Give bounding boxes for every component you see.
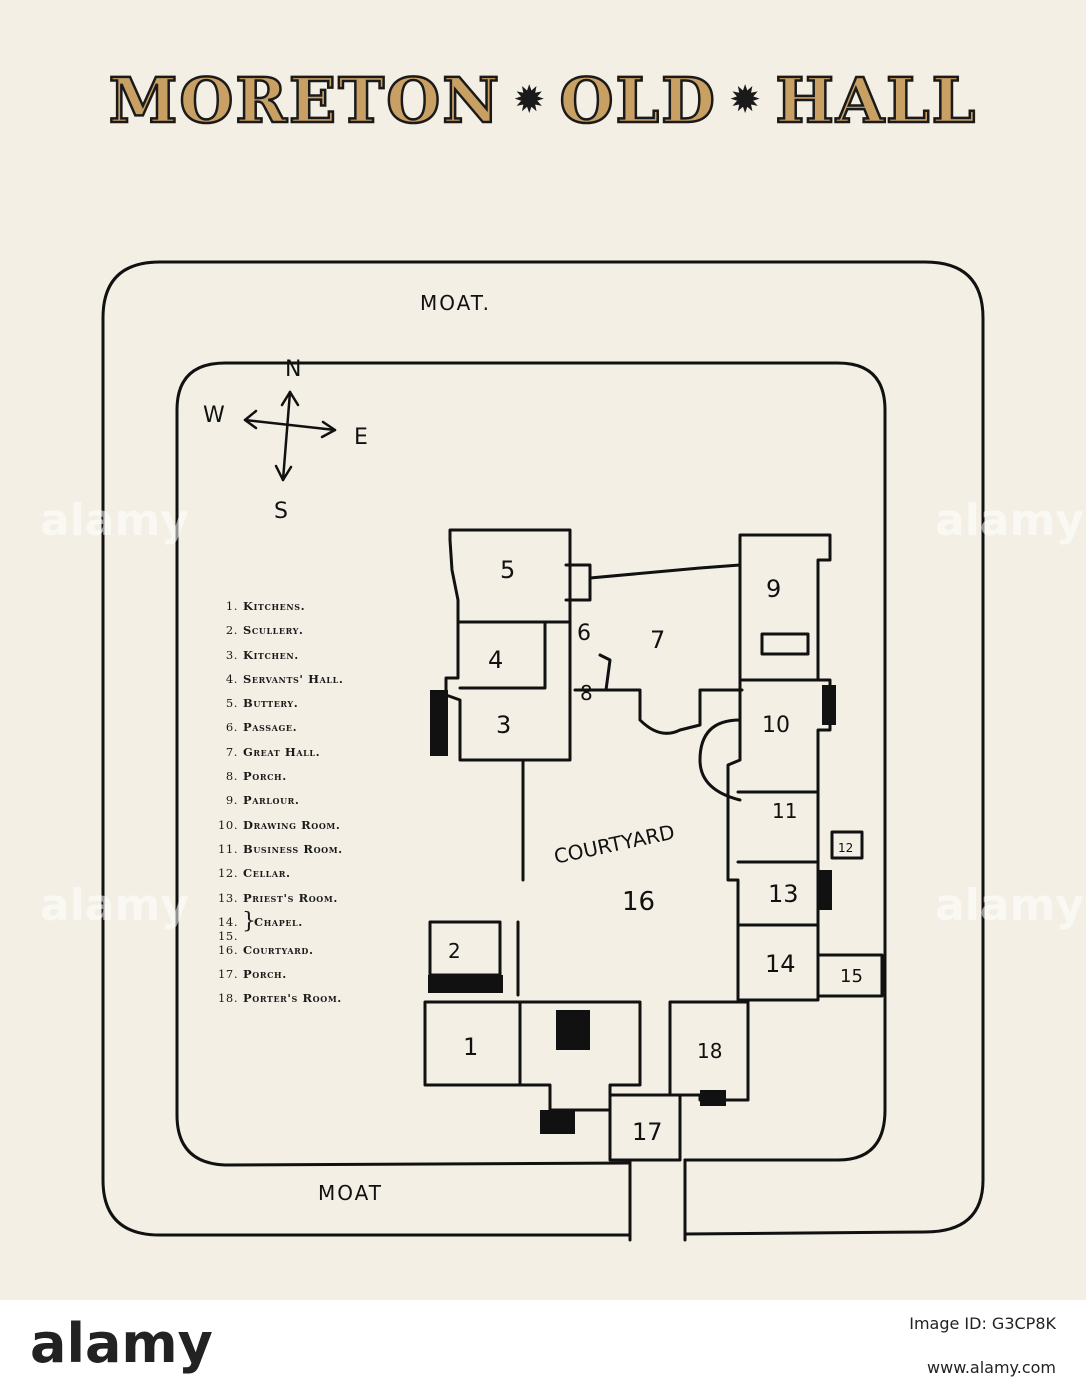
key-row: 6.Passage. bbox=[225, 720, 298, 735]
room-12-wall bbox=[830, 830, 864, 860]
room-label-8: 8 bbox=[580, 681, 593, 705]
watermark: alamy bbox=[935, 880, 1084, 931]
key-row: 2.Scullery. bbox=[225, 623, 304, 638]
room-label-1: 1 bbox=[463, 1033, 478, 1061]
porch-17-wall bbox=[608, 1093, 682, 1162]
east-block-wall bbox=[726, 533, 832, 1002]
room-label-13: 13 bbox=[768, 880, 799, 908]
room-label-2: 2 bbox=[448, 939, 461, 963]
title-word-old: OLD bbox=[558, 62, 717, 138]
west-block-wall bbox=[444, 528, 572, 762]
key-row: 11.Business Room. bbox=[218, 841, 343, 856]
map-title: MORETON ✹ OLD ✹ HALL bbox=[0, 58, 1086, 138]
moat-outer-line bbox=[101, 260, 985, 1237]
room-label-4: 4 bbox=[488, 646, 503, 674]
room-label-12: 12 bbox=[838, 841, 853, 855]
title-word-moreton: MORETON bbox=[107, 62, 501, 138]
key-row: 13.Priest's Room. bbox=[218, 890, 338, 905]
room-15-wall bbox=[816, 953, 884, 998]
compass-e: E bbox=[354, 425, 368, 450]
room-label-7: 7 bbox=[650, 626, 665, 654]
room-label-3: 3 bbox=[496, 711, 511, 739]
key-row: 17.Porch. bbox=[218, 967, 287, 982]
wall-stair-5 bbox=[564, 563, 592, 602]
room-2-wall bbox=[428, 920, 502, 977]
key-row: 10.Drawing Room. bbox=[218, 817, 341, 832]
rosette-icon: ✹ bbox=[515, 80, 546, 120]
key-row: 9.Parlour. bbox=[225, 793, 300, 808]
brand-logo: alamy bbox=[30, 1312, 213, 1375]
key-row: 12.Cellar. bbox=[218, 866, 291, 881]
room-label-14: 14 bbox=[765, 950, 796, 978]
room-label-16: 16 bbox=[622, 887, 655, 917]
room-label-9: 9 bbox=[766, 575, 781, 603]
courtyard-label: COURTYARD bbox=[552, 820, 677, 869]
key-row: 8.Porch. bbox=[225, 769, 287, 784]
room-label-5: 5 bbox=[500, 556, 515, 584]
stair-9 bbox=[760, 632, 810, 656]
title-word-hall: HALL bbox=[774, 62, 978, 138]
rosette-icon: ✹ bbox=[730, 80, 762, 120]
room-label-11: 11 bbox=[772, 799, 797, 823]
image-id: Image ID: G3CP8K bbox=[909, 1314, 1056, 1333]
moat-label-bottom: MOAT bbox=[318, 1181, 383, 1205]
footer-bar: alamy Image ID: G3CP8K www.alamy.com bbox=[0, 1300, 1086, 1390]
room-label-17: 17 bbox=[632, 1118, 663, 1146]
watermark: alamy bbox=[40, 880, 189, 931]
great-hall-porch-wall bbox=[573, 688, 744, 735]
key-row: 5.Buttery. bbox=[225, 696, 299, 711]
room-label-6: 6 bbox=[577, 621, 591, 646]
moat-label-top: MOAT. bbox=[420, 291, 491, 315]
watermark: alamy bbox=[40, 495, 189, 546]
key-row: 16.Courtyard. bbox=[218, 942, 314, 957]
key-row: 4.Servants' Hall. bbox=[225, 671, 344, 686]
compass-rose bbox=[243, 390, 337, 482]
key-row: 1.Kitchens. bbox=[225, 599, 306, 613]
room-label-10: 10 bbox=[762, 713, 790, 738]
key-row: 18.Porter's Room. bbox=[218, 991, 342, 1006]
room-label-18: 18 bbox=[697, 1039, 722, 1063]
map-sheet: MORETON ✹ OLD ✹ HALL bbox=[0, 0, 1086, 1300]
great-hall-north-wall bbox=[588, 563, 742, 580]
masonry-fills bbox=[428, 685, 836, 1134]
watermark: alamy bbox=[935, 495, 1084, 546]
bay-10-wall bbox=[698, 718, 742, 802]
site-url: www.alamy.com bbox=[927, 1358, 1056, 1377]
compass-s: S bbox=[274, 499, 288, 524]
room-key: 1.Kitchens. 2.Scullery. 3.Kitchen. 4.Ser… bbox=[218, 594, 343, 1011]
key-row-chapel: 14. 15. } Chapel. bbox=[218, 908, 303, 943]
wall-4-3 bbox=[458, 620, 547, 690]
key-row: 7.Great Hall. bbox=[225, 744, 321, 759]
key-row: 3.Kitchen. bbox=[225, 647, 299, 662]
moat-inner-line bbox=[175, 361, 887, 1167]
compass-n: N bbox=[285, 357, 301, 382]
porch-8-wall bbox=[598, 653, 612, 692]
floor-plan: MOAT. MOAT COURTYARD N S E W 1 2 3 4 5 6… bbox=[101, 260, 985, 1242]
compass-w: W bbox=[203, 403, 225, 428]
room-label-15: 15 bbox=[840, 966, 863, 987]
